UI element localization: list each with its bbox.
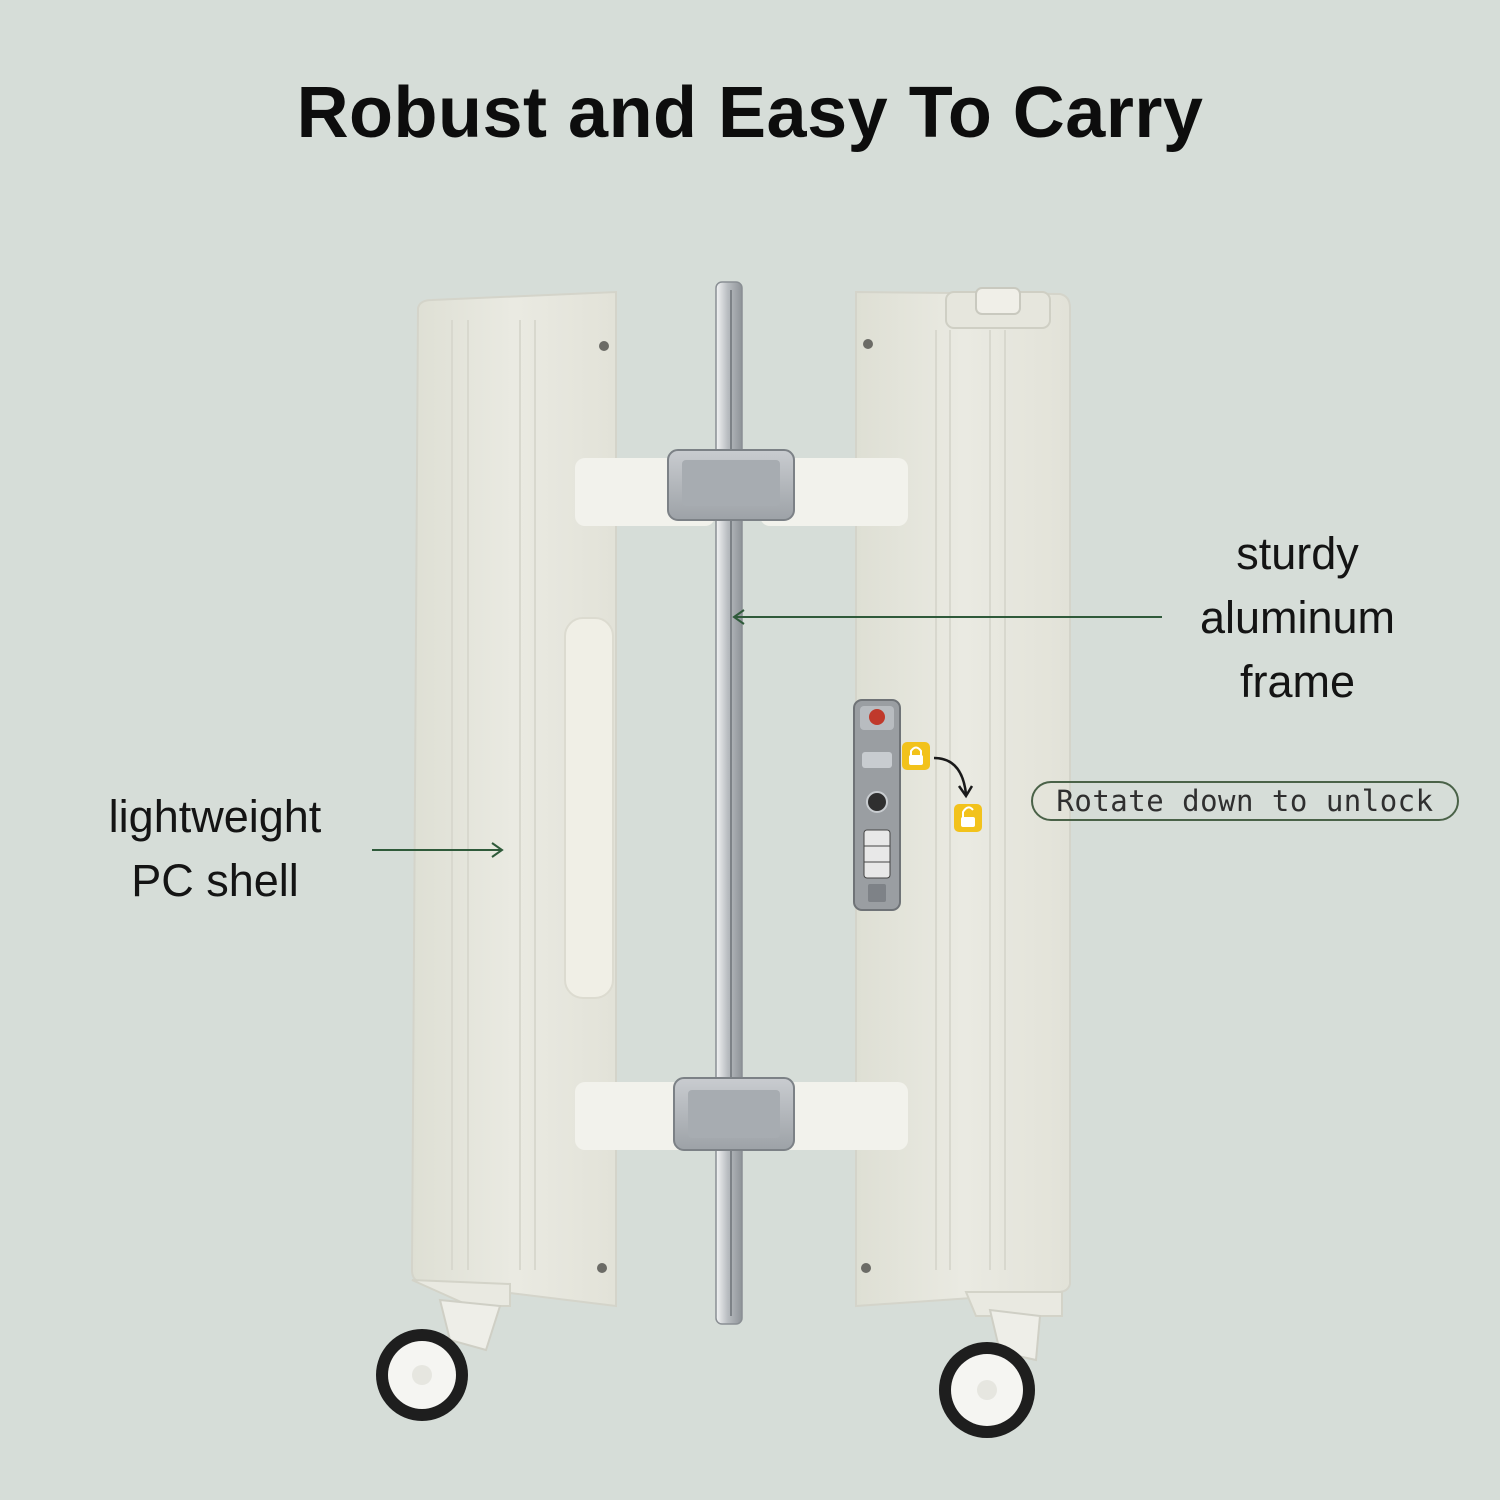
- latch-top: [575, 449, 908, 526]
- left-wheel: [376, 1298, 502, 1421]
- padlock-open-icon: [954, 804, 982, 832]
- right-shell-half: [853, 287, 1071, 1317]
- latch-bottom: [575, 1077, 908, 1151]
- page-title: Robust and Easy To Carry: [296, 73, 1204, 153]
- frame-label-line: sturdy: [1236, 528, 1359, 579]
- frame-label-line: aluminum: [1199, 592, 1396, 643]
- rivet-icon: [599, 341, 609, 351]
- shell-label-line: PC shell: [131, 855, 299, 906]
- rivet-icon: [861, 1263, 871, 1273]
- left-shell-half: [410, 290, 617, 1308]
- shell-label-line: lightweight: [108, 791, 322, 842]
- right-wheel: [939, 1308, 1042, 1438]
- arrow-icon: [372, 842, 504, 858]
- curved-arrow-icon: [933, 756, 974, 799]
- aluminum-frame: [715, 281, 743, 1325]
- shell-label: lightweight PC shell: [70, 785, 360, 913]
- padlock-closed-icon: [902, 742, 930, 770]
- side-handle: [564, 617, 614, 999]
- frame-label-line: frame: [1239, 656, 1356, 707]
- arrow-icon: [732, 609, 1162, 625]
- frame-label: sturdy aluminum frame: [1160, 522, 1435, 714]
- tsa-combination-lock: [853, 699, 901, 911]
- unlock-tip-badge: Rotate down to unlock: [1031, 781, 1459, 821]
- rivet-icon: [597, 1263, 607, 1273]
- rivet-icon: [863, 339, 873, 349]
